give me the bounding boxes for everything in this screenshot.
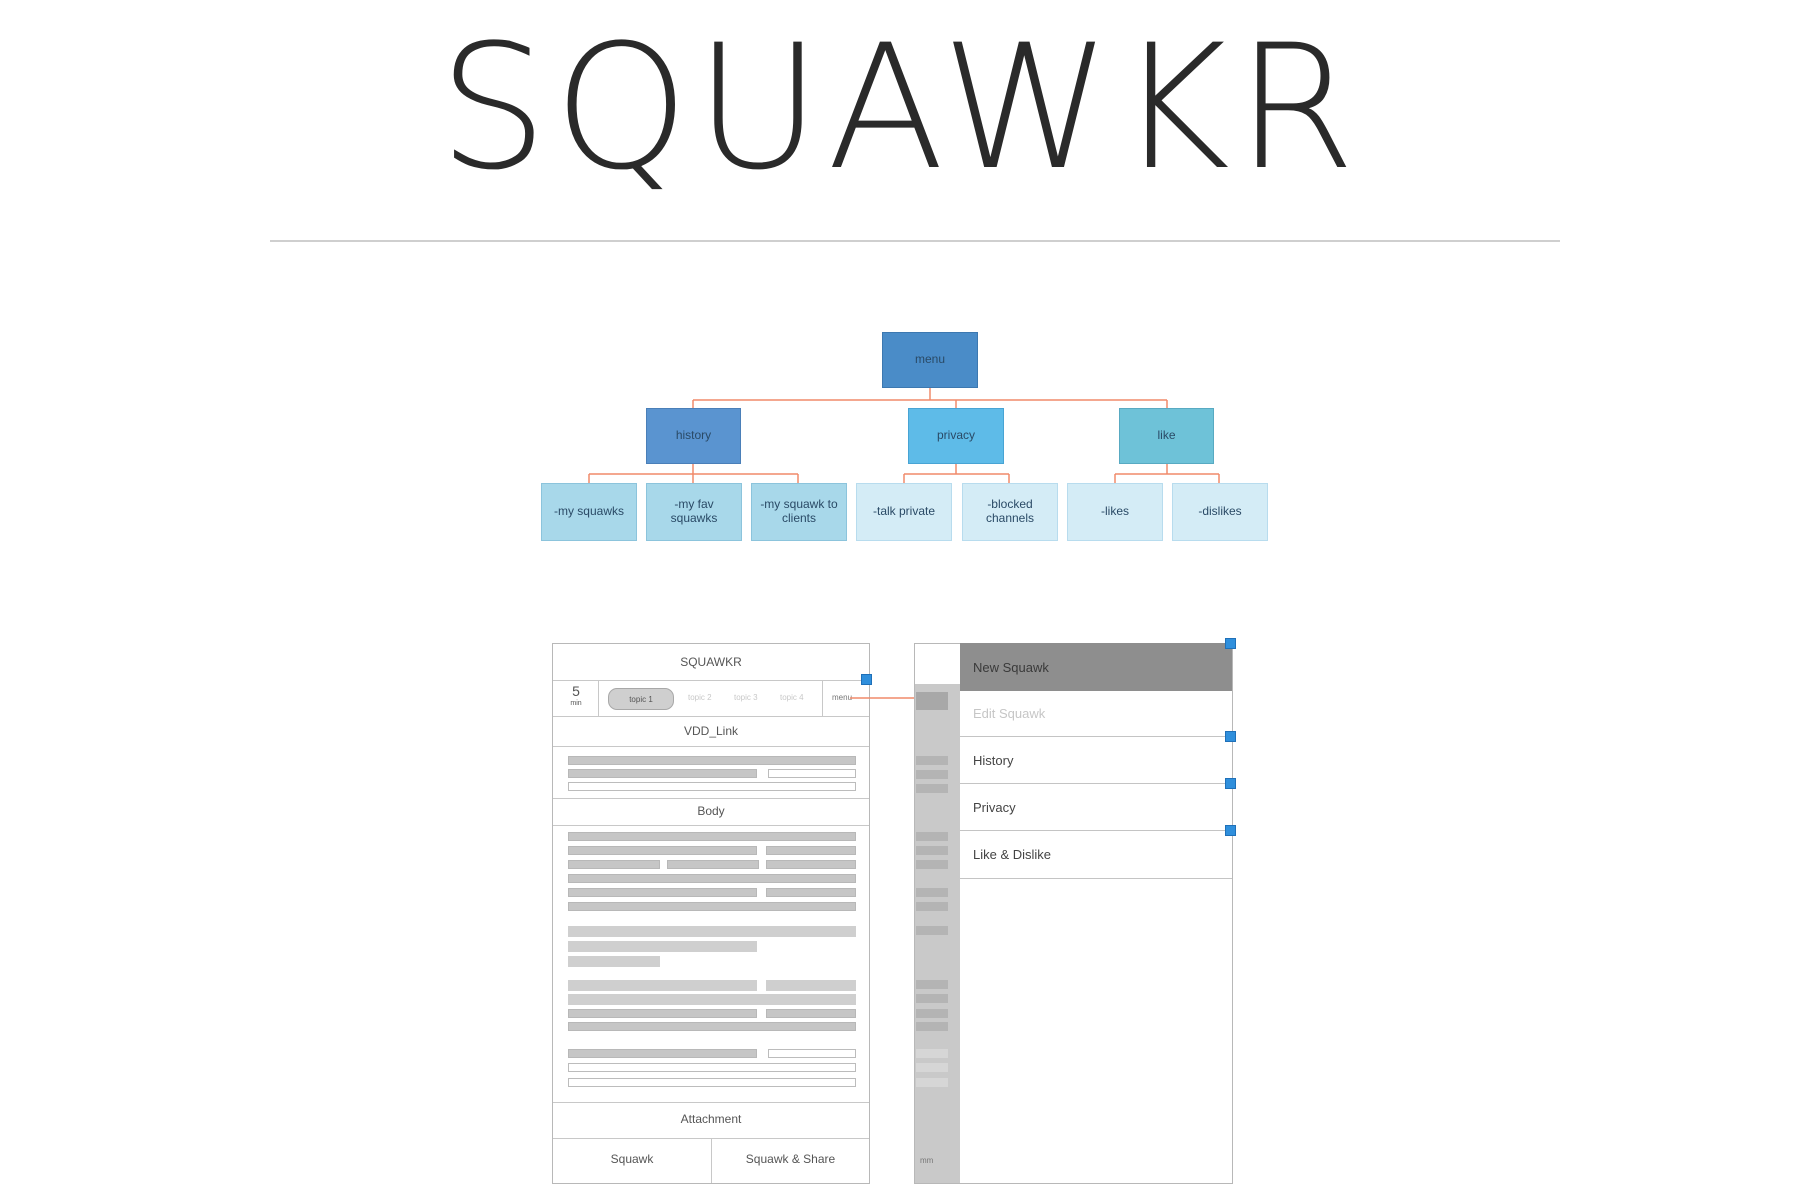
divider bbox=[711, 1138, 712, 1183]
menu-item-like-dislike[interactable]: Like & Dislike bbox=[960, 831, 1232, 879]
placeholder-block bbox=[916, 784, 948, 793]
placeholder-field bbox=[768, 769, 856, 778]
placeholder-block bbox=[916, 860, 948, 869]
menu-handle[interactable] bbox=[1225, 778, 1236, 789]
sitemap-leaf: -my squawks bbox=[541, 483, 637, 541]
side-menu-footer: mm bbox=[920, 1156, 934, 1165]
placeholder-block bbox=[916, 692, 948, 710]
placeholder-line bbox=[766, 1009, 856, 1018]
placeholder-block bbox=[916, 1078, 948, 1087]
placeholder-line bbox=[568, 1022, 856, 1031]
placeholder-line bbox=[568, 860, 660, 869]
sitemap-connectors bbox=[588, 388, 1220, 483]
placeholder-block bbox=[916, 846, 948, 855]
divider bbox=[553, 680, 869, 681]
placeholder-block bbox=[916, 902, 948, 911]
divider bbox=[822, 681, 823, 716]
sitemap-node-root: menu bbox=[882, 332, 978, 388]
divider bbox=[553, 798, 869, 799]
menu-item-history[interactable]: History bbox=[960, 737, 1232, 784]
squawk-share-button[interactable]: Squawk & Share bbox=[745, 1152, 836, 1166]
menu-link[interactable]: menu bbox=[832, 693, 853, 702]
placeholder-line bbox=[568, 941, 757, 952]
placeholder-field bbox=[768, 1049, 856, 1058]
placeholder-block bbox=[916, 770, 948, 779]
divider bbox=[553, 746, 869, 747]
placeholder-line bbox=[766, 846, 856, 855]
placeholder-line bbox=[568, 902, 856, 911]
divider bbox=[553, 1102, 869, 1103]
menu-handle[interactable] bbox=[1225, 825, 1236, 836]
sitemap-node-privacy: privacy bbox=[908, 408, 1004, 464]
placeholder-block bbox=[916, 1063, 948, 1072]
tab-topic-3[interactable]: topic 3 bbox=[734, 693, 758, 702]
placeholder-line bbox=[568, 846, 757, 855]
app-title: SQUAWKR bbox=[438, 7, 1362, 208]
menu-handle[interactable] bbox=[1225, 731, 1236, 742]
sitemap-node-like: like bbox=[1119, 408, 1214, 464]
sitemap-node-history: history bbox=[646, 408, 741, 464]
placeholder-field bbox=[568, 782, 856, 791]
title-divider bbox=[270, 240, 1560, 242]
sitemap-diagram: menu history privacy like -my squawks -m… bbox=[0, 0, 1800, 560]
placeholder-block bbox=[916, 926, 948, 935]
connector-handle[interactable] bbox=[861, 674, 872, 685]
placeholder-block bbox=[916, 756, 948, 765]
placeholder-line bbox=[568, 980, 757, 991]
placeholder-line bbox=[766, 888, 856, 897]
video-link-label: VDD_Link bbox=[683, 724, 739, 738]
placeholder-line bbox=[568, 1009, 757, 1018]
sitemap-leaf: -my fav squawks bbox=[646, 483, 742, 541]
placeholder-block bbox=[916, 1009, 948, 1018]
tab-topic-2[interactable]: topic 2 bbox=[688, 693, 712, 702]
placeholder-line bbox=[568, 926, 856, 937]
tab-topic-1[interactable]: topic 1 bbox=[608, 688, 674, 710]
menu-item-edit-squawk[interactable]: Edit Squawk bbox=[960, 691, 1232, 737]
body-label: Body bbox=[697, 804, 725, 818]
sitemap-leaf: -talk private bbox=[856, 483, 952, 541]
placeholder-block bbox=[916, 832, 948, 841]
placeholder-line bbox=[568, 1049, 757, 1058]
placeholder-line bbox=[568, 888, 757, 897]
menu-item-privacy[interactable]: Privacy bbox=[960, 784, 1232, 831]
divider bbox=[553, 716, 869, 717]
divider bbox=[598, 681, 599, 716]
counter-value: 5 bbox=[572, 683, 580, 699]
placeholder-block bbox=[916, 888, 948, 897]
side-menu-wireframe bbox=[914, 643, 1233, 1184]
attachment-label[interactable]: Attachment bbox=[680, 1112, 742, 1126]
placeholder-line bbox=[766, 860, 856, 869]
placeholder-field bbox=[568, 1063, 856, 1072]
placeholder-line bbox=[568, 769, 757, 778]
sitemap-leaf: -dislikes bbox=[1172, 483, 1268, 541]
compose-wireframe bbox=[552, 643, 870, 1184]
sitemap-leaf: -my squawk to clients bbox=[751, 483, 847, 541]
placeholder-line bbox=[568, 832, 856, 841]
placeholder-line bbox=[766, 980, 856, 991]
placeholder-line bbox=[568, 994, 856, 1005]
menu-item-new-squawk[interactable]: New Squawk bbox=[960, 643, 1232, 691]
tab-topic-4[interactable]: topic 4 bbox=[780, 693, 804, 702]
compose-header-title: SQUAWKR bbox=[680, 655, 742, 669]
placeholder-line bbox=[568, 756, 856, 765]
counter-unit: min bbox=[570, 700, 582, 707]
placeholder-line bbox=[568, 874, 856, 883]
placeholder-block bbox=[916, 1022, 948, 1031]
menu-handle[interactable] bbox=[1225, 638, 1236, 649]
divider bbox=[553, 825, 869, 826]
placeholder-line bbox=[568, 956, 660, 967]
placeholder-block bbox=[916, 994, 948, 1003]
placeholder-line bbox=[667, 860, 759, 869]
sitemap-leaf: -blocked channels bbox=[962, 483, 1058, 541]
sitemap-leaf: -likes bbox=[1067, 483, 1163, 541]
squawk-button[interactable]: Squawk bbox=[610, 1152, 654, 1166]
placeholder-field bbox=[568, 1078, 856, 1087]
placeholder-block bbox=[916, 1049, 948, 1058]
placeholder-block bbox=[916, 980, 948, 989]
